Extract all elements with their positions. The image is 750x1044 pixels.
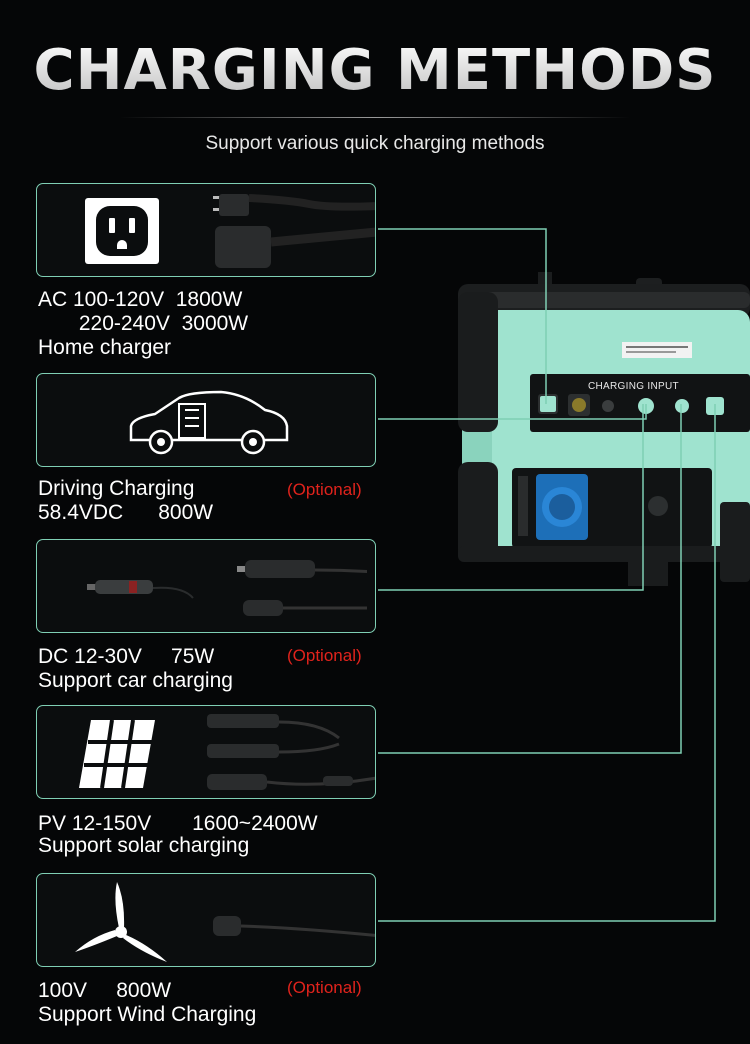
- title-divider: [120, 117, 630, 118]
- page-title: CHARGING METHODS: [0, 38, 750, 103]
- ac-power-cable-icon: [213, 194, 375, 268]
- wind-spec-line2: Support Wind Charging: [38, 1003, 257, 1026]
- wind-optional-label: (Optional): [287, 978, 362, 997]
- driving-charging-card: [36, 373, 376, 467]
- pv-spec-line1: PV 12-150V 1600~2400W: [38, 812, 318, 835]
- ac-spec-line2: 220-240V 3000W: [38, 312, 249, 335]
- driving-spec-line1: Driving Charging: [38, 477, 195, 500]
- driving-spec-line2: 58.4VDC 800W: [38, 501, 214, 524]
- page-subtitle: Support various quick charging methods: [205, 133, 545, 154]
- wind-charging-card: [36, 873, 376, 967]
- dc-optional-label: (Optional): [287, 646, 362, 665]
- dc-spec-line1: DC 12-30V 75W: [38, 645, 215, 668]
- wind-turbine-icon: [75, 882, 167, 962]
- charging-input-label: CHARGING INPUT: [588, 381, 679, 392]
- outlet-icon: [85, 198, 159, 264]
- pv-charging-card: [36, 705, 376, 799]
- pv-spec-line2: Support solar charging: [38, 834, 250, 857]
- solar-panel-icon: [79, 719, 155, 789]
- car-icon: [129, 390, 289, 455]
- car-charger-icon: [87, 560, 367, 616]
- dc-charging-card: [36, 539, 376, 633]
- dc-spec-line2: Support car charging: [38, 669, 233, 692]
- ac-spec-line3: Home charger: [38, 336, 172, 359]
- ac-spec-line1: AC 100-120V 1800W: [38, 288, 243, 311]
- wind-spec-line1: 100V 800W: [38, 979, 172, 1002]
- wind-cable-icon: [213, 916, 375, 937]
- ac-charging-card: [36, 183, 376, 277]
- power-station-device: [458, 272, 750, 586]
- solar-cable-icon: [207, 714, 375, 790]
- driving-optional-label: (Optional): [287, 480, 362, 499]
